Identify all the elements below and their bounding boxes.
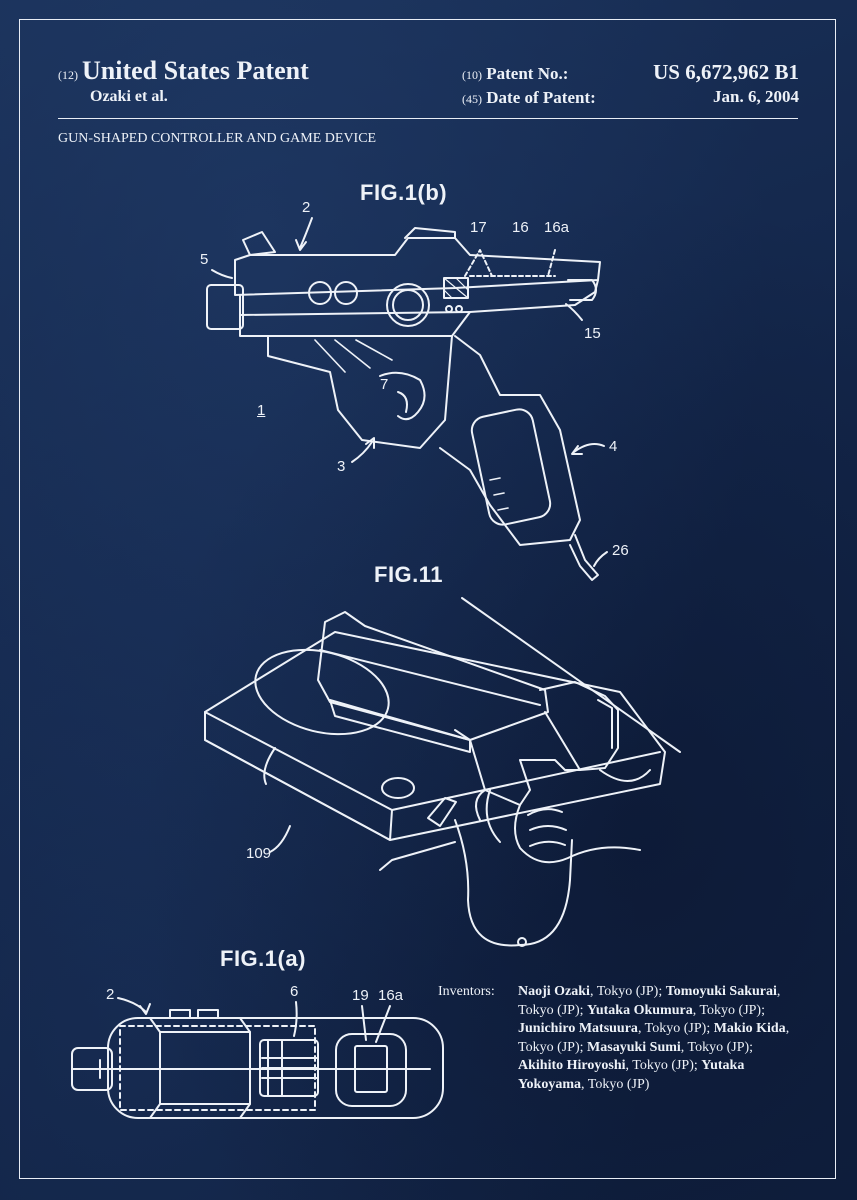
inventor-place: , Tokyo (JP); — [680, 1039, 754, 1055]
inventor-place: , Tokyo (JP); — [518, 1021, 790, 1055]
inventor-name: Akihito Hiroyoshi — [518, 1058, 626, 1073]
patent-date: Jan. 6, 2004 — [713, 87, 799, 106]
code-45: (45) — [462, 92, 482, 106]
date-label: Date of Patent: — [486, 88, 596, 107]
inventor-name: Makio Kida — [713, 1021, 786, 1036]
inventor-name: Tomoyuki Sakurai — [665, 984, 777, 999]
inventor-place: , Tokyo (JP); — [637, 1021, 714, 1036]
ref-19: 19 — [352, 987, 369, 1004]
inventor-place: , Tokyo (JP); — [589, 984, 666, 999]
ref-2-top: 2 — [302, 199, 311, 216]
inventor-name: Naoji Ozaki — [518, 984, 590, 999]
ref-6: 6 — [290, 983, 299, 1000]
patent-number: US 6,672,962 B1 — [653, 60, 799, 84]
ref-109: 109 — [246, 845, 272, 862]
ref-15: 15 — [584, 325, 601, 342]
inventors-list: Naoji Ozaki, Tokyo (JP); Tomoyuki Sakura… — [518, 983, 798, 1094]
inventor-place: , Tokyo (JP); — [518, 984, 781, 1018]
ref-3: 3 — [337, 458, 346, 475]
inventor-place: , Tokyo (JP); — [692, 1002, 765, 1018]
inventor-name: Yutaka Yokoyama — [518, 1058, 745, 1092]
fig1b-gun-drawing — [206, 217, 608, 581]
inventor-name: Junichiro Matsuura — [518, 1021, 638, 1036]
code-10: (10) — [462, 68, 482, 82]
patent-title: United States Patent — [82, 56, 309, 85]
fig1a-top-view-drawing — [71, 997, 444, 1119]
inventors-block: Inventors: Naoji Ozaki, Tokyo (JP); Tomo… — [438, 983, 798, 1094]
ref-17: 17 — [470, 219, 487, 236]
page-border — [19, 19, 836, 1179]
ref-16: 16 — [512, 219, 529, 236]
fig11-label: FIG.11 — [374, 562, 444, 587]
header-rule — [58, 118, 798, 119]
patent-heading: (12) United States Patent — [58, 56, 309, 86]
ref-26: 26 — [612, 542, 629, 559]
ref-1: 1 — [257, 402, 266, 419]
kind-code: (12) — [58, 68, 78, 82]
invention-title: GUN-SHAPED CONTROLLER AND GAME DEVICE — [58, 131, 377, 146]
ref-16a-top: 16a — [544, 219, 570, 236]
ref-5: 5 — [200, 251, 209, 268]
fig1a-label: FIG.1(a) — [220, 946, 306, 971]
patent-number-label: Patent No.: — [486, 64, 569, 83]
ref-4: 4 — [609, 438, 618, 455]
inventor-place: , Tokyo (JP); — [625, 1058, 702, 1073]
ref-2-bottom: 2 — [106, 986, 115, 1003]
patent-number-label-row: (10) Patent No.: — [462, 64, 568, 84]
inventor-name: Yutaka Okumura — [587, 1002, 693, 1018]
date-label-row: (45) Date of Patent: — [462, 88, 596, 108]
fig1b-label: FIG.1(b) — [360, 180, 448, 205]
inventors-label: Inventors: — [438, 984, 495, 999]
ref-7: 7 — [380, 376, 389, 393]
inventor-name: Masayuki Sumi — [587, 1039, 681, 1055]
patent-authors: Ozaki et al. — [90, 88, 168, 105]
inventor-place: , Tokyo (JP) — [581, 1076, 650, 1092]
ref-16a-bottom: 16a — [378, 987, 404, 1004]
fig11-console-drawing — [204, 597, 681, 947]
